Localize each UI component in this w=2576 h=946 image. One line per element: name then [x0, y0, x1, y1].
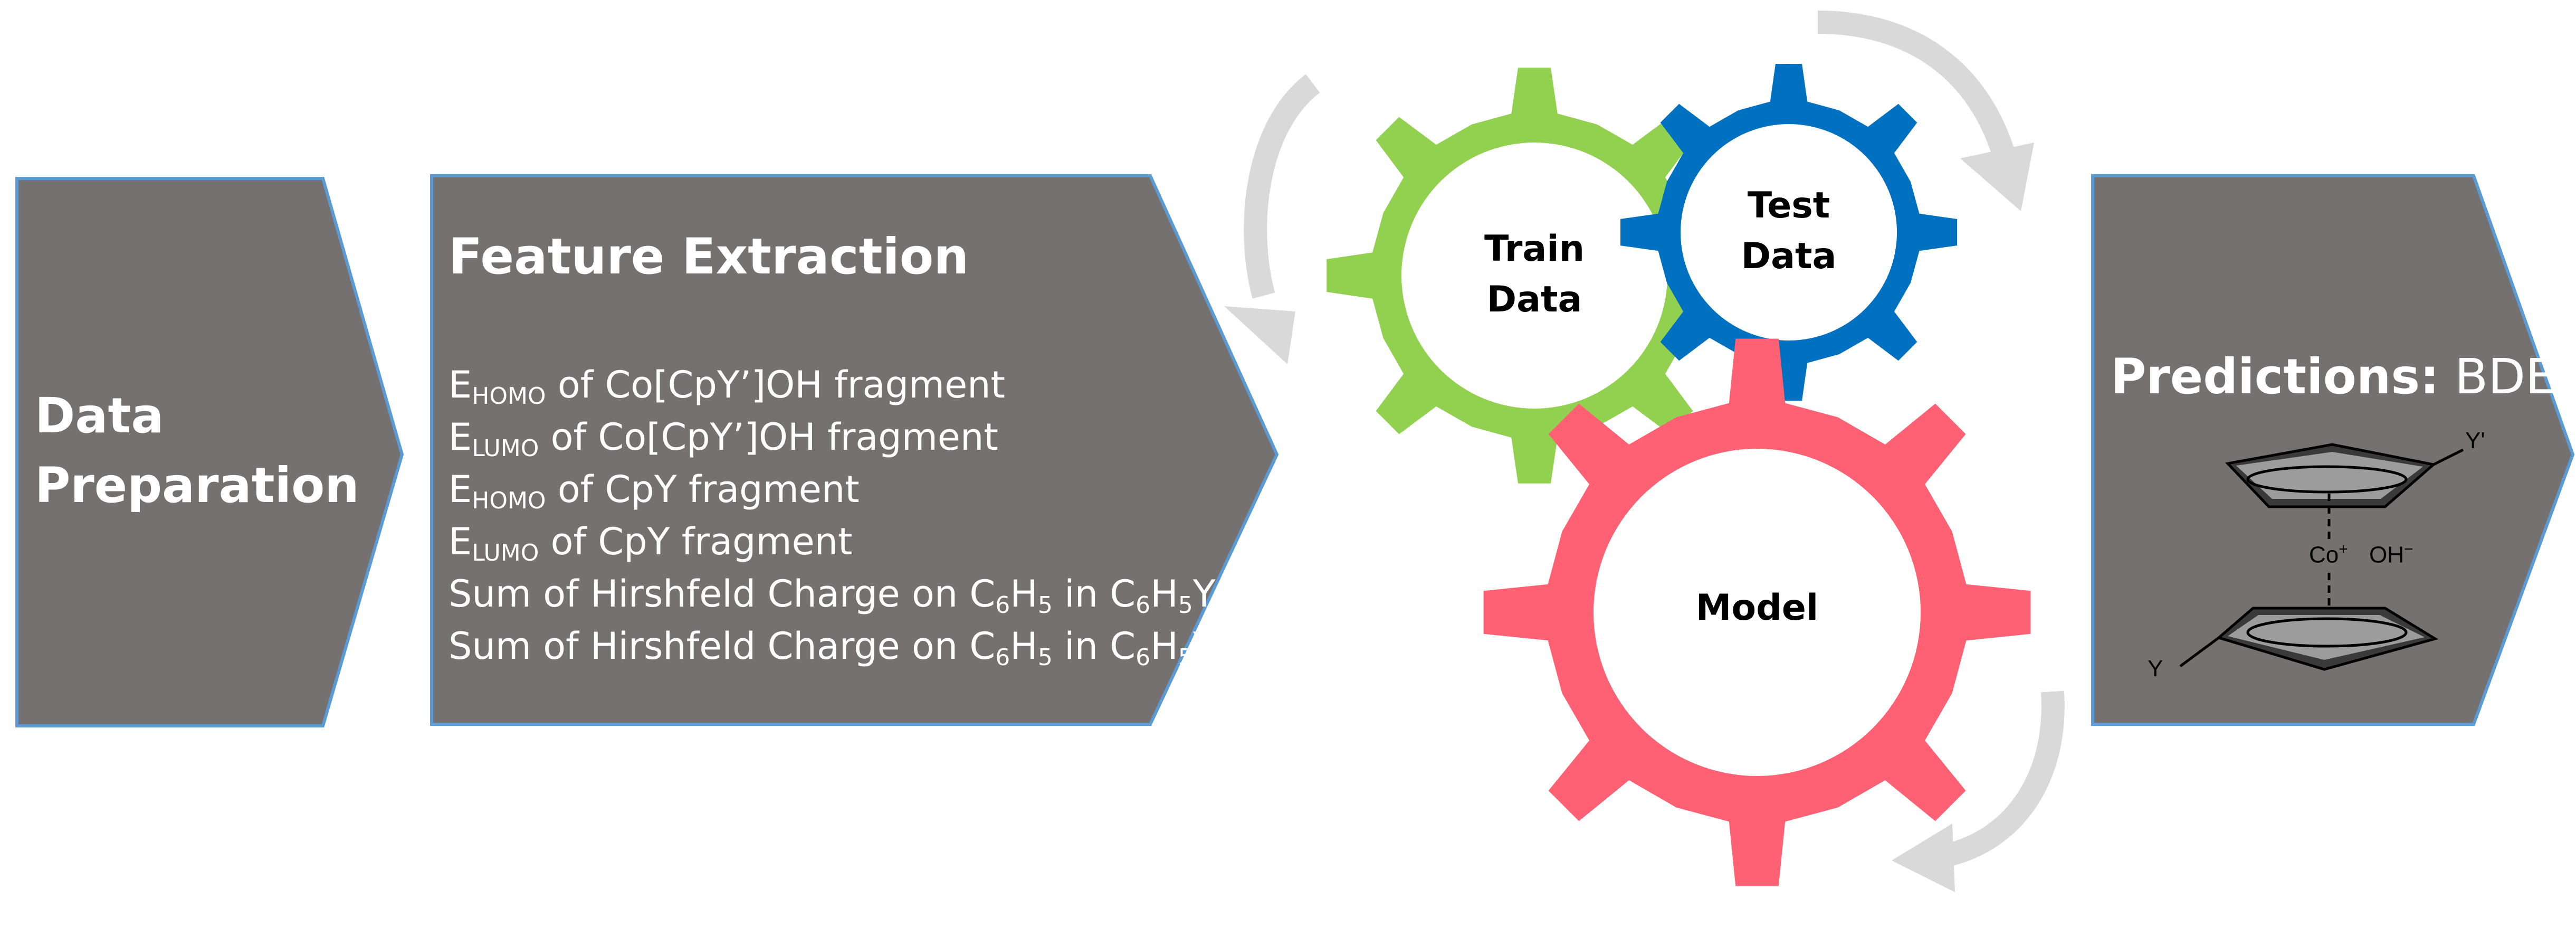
cycle-arrows	[1244, 11, 2065, 867]
arrow-head-bottom	[1892, 824, 1955, 892]
data-preparation-box	[15, 177, 404, 727]
data-preparation-line1: Data	[35, 387, 164, 444]
feature-item: ELUMO of Co[CpY’]OH fragment	[449, 415, 998, 462]
substituent-top-label: Y'	[2465, 428, 2485, 453]
cycle-arrow-left	[1244, 74, 1320, 299]
cycle-arrow-top	[1817, 11, 2017, 162]
feature-item: EHOMO of Co[CpY’]OH fragment	[449, 363, 1005, 410]
metal-label: Co+	[2309, 541, 2348, 568]
counter-ion-label: OH−	[2369, 541, 2413, 568]
model-gear-hole	[1594, 449, 1921, 776]
cycle-arrow-bottom	[1944, 690, 2065, 867]
feature-item: EHOMO of CpY fragment	[449, 468, 860, 514]
arrow-heads	[1224, 143, 2034, 892]
feature-extraction-title: Feature Extraction	[449, 228, 969, 286]
feature-extraction-box	[430, 174, 1279, 726]
substituent-bottom-label: Y	[2148, 656, 2163, 682]
model-label: Model	[1695, 587, 1819, 629]
predictions-value: BDE	[2455, 348, 2556, 405]
data-preparation-line2: Preparation	[35, 457, 359, 514]
arrow-head-left	[1224, 306, 1295, 364]
feature-list: EHOMO of Co[CpY’]OH fragment ELUMO of Co…	[449, 359, 1227, 673]
feature-item: ELUMO of CpY fragment	[449, 520, 853, 566]
molecule-structure	[2179, 443, 2464, 671]
data-preparation-label: Data Preparation	[35, 381, 359, 521]
predictions-heading: Predictions:	[2111, 348, 2439, 405]
feature-item: Sum of Hirshfeld Charge on C6H5 in C6H5Y…	[449, 572, 1227, 619]
test-gear-hole	[1681, 124, 1897, 340]
train-gear-hole	[1401, 143, 1667, 409]
predictions-label: Predictions: BDE	[2111, 348, 2556, 405]
feature-item: Sum of Hirshfeld Charge on C6H5 in C6H5Y	[449, 625, 1216, 671]
arrow-head-top	[1960, 143, 2034, 211]
